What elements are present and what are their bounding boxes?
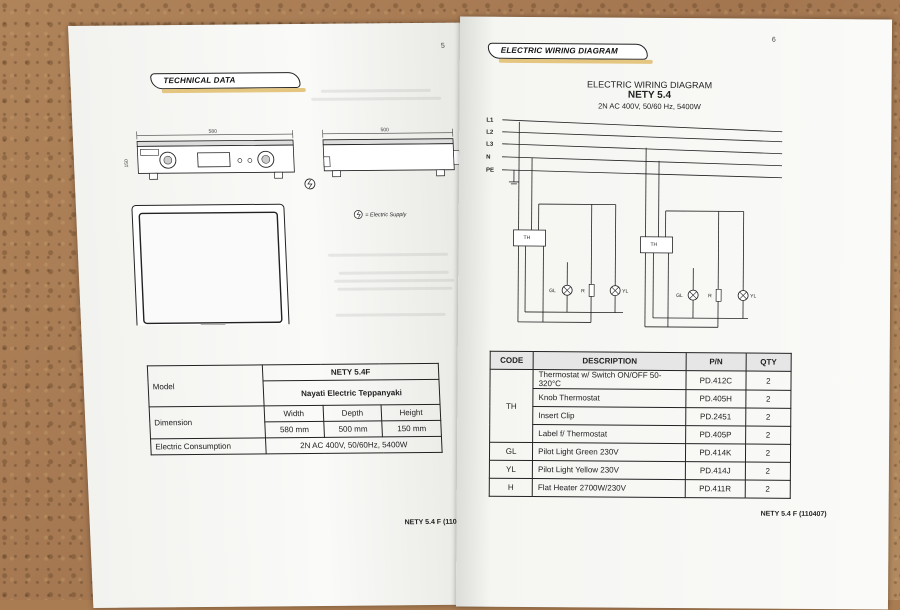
heater-2 — [716, 289, 721, 301]
header-description: DESCRIPTION — [533, 352, 686, 371]
width-label: Width — [264, 405, 323, 422]
consumption-label: Electric Consumption — [151, 438, 267, 455]
right-page-footer: NETY 5.4 F (110407) — [761, 511, 827, 518]
depth-label: Depth — [323, 405, 382, 422]
qty-cell: 2 — [745, 480, 790, 498]
left-page: 5 TECHNICAL DATA 580 150 500 — [68, 23, 485, 608]
parts-header-row: CODE DESCRIPTION P/N QTY — [490, 351, 791, 371]
height-value: 150 mm — [382, 420, 441, 437]
model-name: NETY 5.4F — [262, 363, 439, 381]
header-code: CODE — [490, 351, 533, 369]
right-page: 6 ELECTRIC WIRING DIAGRAM ELECTRIC WIRIN… — [456, 16, 892, 609]
desc-cell: Pilot Light Yellow 230V — [532, 461, 685, 480]
table-row: H Flat Heater 2700W/230V PD.411R 2 — [489, 478, 790, 498]
side-foot-left — [332, 171, 340, 177]
right-page-number: 6 — [772, 37, 776, 44]
yl-label-1: YL — [622, 289, 628, 295]
table-row: TH Thermostat w/ Switch ON/OFF 50-320°C … — [490, 369, 791, 390]
pn-cell: PD.414J — [685, 462, 745, 480]
table-row: Knob Thermostat PD.405H 2 — [490, 388, 791, 408]
wiring-diagram: L1 L2 L3 N PE TH GL — [483, 112, 815, 344]
grease-drawer — [201, 325, 225, 326]
front-foot-left — [149, 173, 157, 179]
pn-cell: PD.405H — [686, 390, 746, 408]
table-row: Insert Clip PD.2451 2 — [490, 406, 791, 426]
gl-label-1: GL — [549, 288, 556, 294]
bleed-through — [321, 89, 431, 93]
side-body — [323, 144, 454, 171]
line-label-l2: L2 — [486, 130, 494, 136]
technical-spec-table: Model NETY 5.4F Nayati Electric Teppanya… — [147, 363, 443, 456]
code-cell: YL — [489, 460, 532, 478]
table-row: GL Pilot Light Green 230V PD.414K 2 — [489, 442, 790, 462]
code-cell: GL — [489, 442, 532, 460]
th-label-1: TH — [523, 235, 530, 241]
ground-symbol — [509, 170, 519, 184]
code-cell: H — [489, 478, 532, 496]
model-label: Model — [147, 365, 264, 407]
dimension-label: Dimension — [149, 406, 265, 439]
th-label-2: TH — [650, 242, 657, 248]
table-row: YL Pilot Light Yellow 230V PD.414J 2 — [489, 460, 790, 480]
header-pn: P/N — [686, 353, 746, 371]
line-label-pe: PE — [486, 168, 494, 174]
desc-cell: Label f/ Thermostat — [533, 425, 686, 444]
parts-table: CODE DESCRIPTION P/N QTY TH Thermostat w… — [489, 351, 792, 499]
diagram-model: NETY 5.4 — [559, 89, 739, 101]
yl-label-2: YL — [750, 294, 756, 300]
width-value: 580 mm — [265, 421, 324, 438]
diagram-spec: 2N AC 400V, 50/60 Hz, 5400W — [559, 101, 739, 111]
line-label-n: N — [486, 155, 490, 161]
line-label-l3: L3 — [486, 142, 494, 148]
side-foot-right — [436, 170, 444, 176]
r-label-2: R — [708, 293, 712, 299]
qty-cell: 2 — [745, 426, 790, 444]
center-display-panel — [198, 153, 231, 167]
heater-1 — [589, 284, 594, 296]
pn-cell: PD.405P — [686, 426, 746, 444]
desc-cell: Thermostat w/ Switch ON/OFF 50-320°C — [533, 370, 686, 390]
desc-cell: Insert Clip — [533, 407, 686, 426]
code-cell-th: TH — [490, 369, 534, 442]
technical-drawings: 580 150 500 = Electric Supply — [122, 123, 471, 326]
consumption-value: 2N AC 400V, 50/60Hz, 5400W — [265, 436, 442, 454]
pn-cell: PD.411R — [685, 480, 745, 498]
technical-data-banner: TECHNICAL DATA — [150, 72, 301, 89]
height-dim: 150 — [124, 159, 130, 168]
depth-value: 500 mm — [323, 421, 382, 438]
qty-cell: 2 — [745, 444, 790, 462]
qty-cell: 2 — [746, 390, 791, 408]
pn-cell: PD.414K — [685, 444, 745, 462]
qty-cell: 2 — [745, 462, 790, 480]
line-label-l1: L1 — [486, 118, 494, 124]
desc-cell: Knob Thermostat — [533, 389, 686, 408]
qty-cell: 2 — [746, 371, 791, 390]
pn-cell: PD.2451 — [686, 408, 746, 426]
gl-label-2: GL — [676, 293, 683, 299]
left-page-number: 5 — [441, 43, 445, 50]
wiring-diagram-banner: ELECTRIC WIRING DIAGRAM — [488, 43, 648, 60]
electric-supply-legend: = Electric Supply — [365, 212, 408, 218]
header-qty: QTY — [746, 353, 791, 371]
right-pilot-light — [248, 158, 252, 162]
top-view-cooking-surface — [139, 212, 282, 323]
pn-cell: PD.412C — [686, 371, 746, 390]
bleed-through — [311, 97, 441, 101]
desc-cell: Pilot Light Green 230V — [533, 443, 686, 462]
qty-cell: 2 — [745, 408, 790, 426]
front-width-dim: 580 — [208, 129, 217, 135]
height-label: Height — [381, 404, 440, 421]
front-foot-right — [274, 172, 282, 178]
model-description: Nayati Electric Teppanyaki — [263, 379, 440, 406]
r-label-1: R — [581, 288, 585, 294]
desc-cell: Flat Heater 2700W/230V — [532, 479, 685, 498]
table-row: Label f/ Thermostat PD.405P 2 — [490, 424, 791, 444]
side-depth-dim: 500 — [380, 127, 389, 133]
nayati-label-plate — [140, 149, 158, 155]
left-pilot-light — [238, 159, 242, 163]
